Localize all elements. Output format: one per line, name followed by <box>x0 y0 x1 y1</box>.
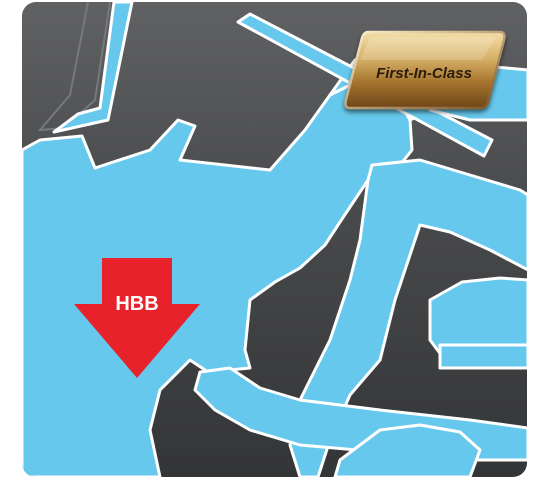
arrow-label: HBB <box>115 293 158 315</box>
first-in-class-badge: First-In-Class <box>346 32 505 108</box>
figure-foot <box>440 345 528 368</box>
badge-label: First-In-Class <box>376 65 472 82</box>
